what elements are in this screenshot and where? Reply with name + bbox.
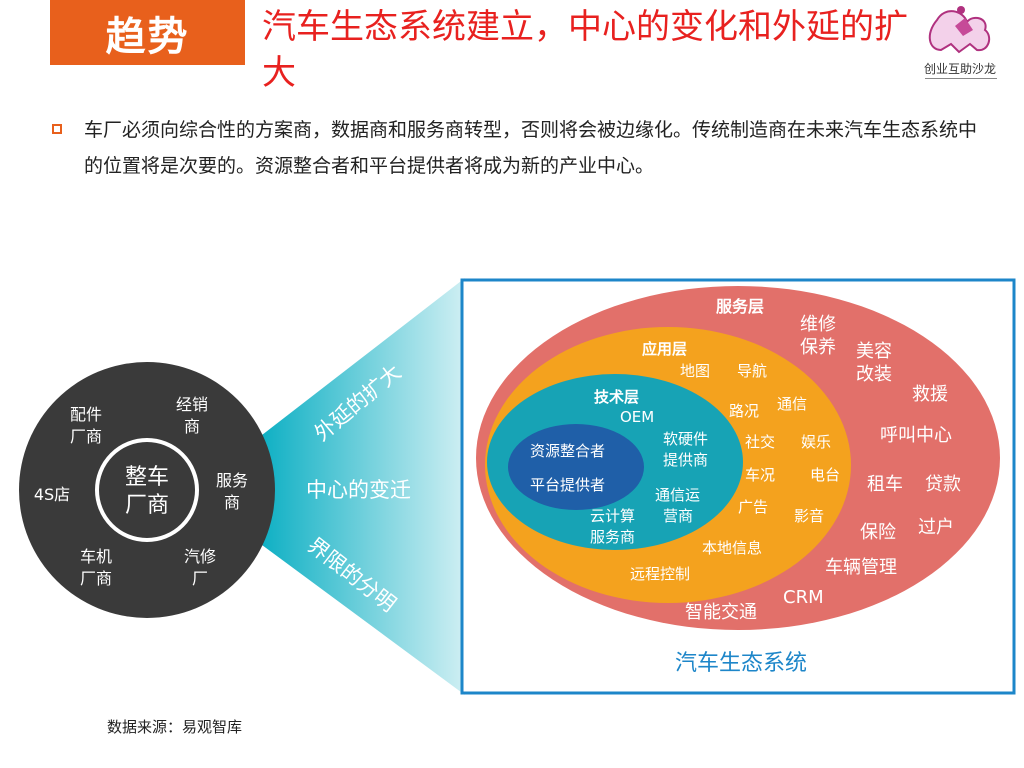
bullet-icon bbox=[52, 124, 62, 134]
service-item: 贷款 bbox=[925, 474, 961, 495]
left-item: 车机 bbox=[80, 547, 112, 566]
tech-item: 软硬件 bbox=[663, 430, 708, 448]
left-item: 经销 bbox=[176, 395, 208, 414]
core-item: 资源整合者 bbox=[530, 442, 605, 460]
tech-item: 服务商 bbox=[590, 528, 635, 546]
service-item: 租车 bbox=[867, 474, 903, 495]
left-item: 厂商 bbox=[70, 427, 102, 446]
application-layer-label: 应用层 bbox=[642, 340, 687, 358]
service-item: 车辆管理 bbox=[825, 557, 897, 578]
ecosystem-caption: 汽车生态系统 bbox=[675, 651, 807, 676]
center-label-2: 厂商 bbox=[125, 493, 169, 518]
logo-text: 创业互助沙龙 bbox=[923, 62, 996, 76]
service-item: 维修 bbox=[800, 314, 836, 335]
service-item: 呼叫中心 bbox=[880, 425, 952, 446]
tech-layer-label: 技术层 bbox=[594, 388, 639, 406]
application-item: 车况 bbox=[745, 466, 775, 484]
left-item: 配件 bbox=[70, 405, 102, 424]
service-item: 保险 bbox=[860, 522, 896, 543]
transition-label-center: 中心的变迁 bbox=[306, 478, 411, 502]
application-item: 本地信息 bbox=[702, 539, 762, 557]
left-item: 商 bbox=[184, 417, 200, 436]
logo-underline bbox=[925, 78, 997, 80]
application-item: 远程控制 bbox=[630, 565, 690, 583]
application-item: 通信 bbox=[777, 395, 807, 413]
service-item: 智能交通 bbox=[685, 602, 757, 623]
service-item: 美容 bbox=[856, 341, 892, 362]
section-tag: 趋势 bbox=[50, 0, 245, 65]
left-item: 服务 bbox=[216, 471, 248, 490]
body-paragraph: 车厂必须向综合性的方案商，数据商和服务商转型，否则将会被边缘化。传统制造商在未来… bbox=[84, 119, 978, 177]
application-item: 社交 bbox=[745, 433, 775, 451]
application-item: 导航 bbox=[737, 362, 767, 380]
tech-item: 提供商 bbox=[663, 451, 708, 469]
service-item: CRM bbox=[783, 587, 824, 608]
logo-icon bbox=[928, 6, 991, 54]
tech-item: OEM bbox=[620, 408, 654, 426]
application-item: 电台 bbox=[810, 466, 840, 484]
left-item: 汽修 bbox=[184, 547, 216, 566]
service-item: 过户 bbox=[918, 517, 954, 538]
application-item: 影音 bbox=[794, 507, 824, 525]
application-item: 娱乐 bbox=[801, 433, 831, 451]
center-ring bbox=[95, 438, 199, 542]
application-item: 地图 bbox=[680, 362, 710, 380]
service-layer-label: 服务层 bbox=[716, 297, 764, 316]
application-item: 路况 bbox=[729, 402, 759, 420]
transition-fan bbox=[262, 278, 465, 695]
core-ellipse bbox=[508, 424, 644, 510]
tech-item: 云计算 bbox=[590, 507, 635, 525]
application-item: 广告 bbox=[738, 498, 768, 516]
service-item: 救援 bbox=[912, 384, 948, 405]
tech-item: 通信运 bbox=[655, 486, 700, 504]
tech-item: 营商 bbox=[663, 507, 693, 525]
center-label-1: 整车 bbox=[125, 465, 169, 490]
traditional-circle bbox=[19, 362, 275, 618]
left-item: 4S店 bbox=[34, 485, 70, 504]
left-item: 商 bbox=[224, 493, 240, 512]
left-item: 厂 bbox=[192, 569, 208, 588]
page-title: 汽车生态系统建立，中心的变化和外延的扩大 bbox=[262, 7, 908, 93]
left-item: 厂商 bbox=[80, 569, 112, 588]
service-item: 保养 bbox=[800, 337, 836, 358]
core-item: 平台提供者 bbox=[530, 476, 605, 494]
service-item: 改装 bbox=[856, 364, 892, 385]
data-source: 数据来源：易观智库 bbox=[107, 718, 243, 736]
